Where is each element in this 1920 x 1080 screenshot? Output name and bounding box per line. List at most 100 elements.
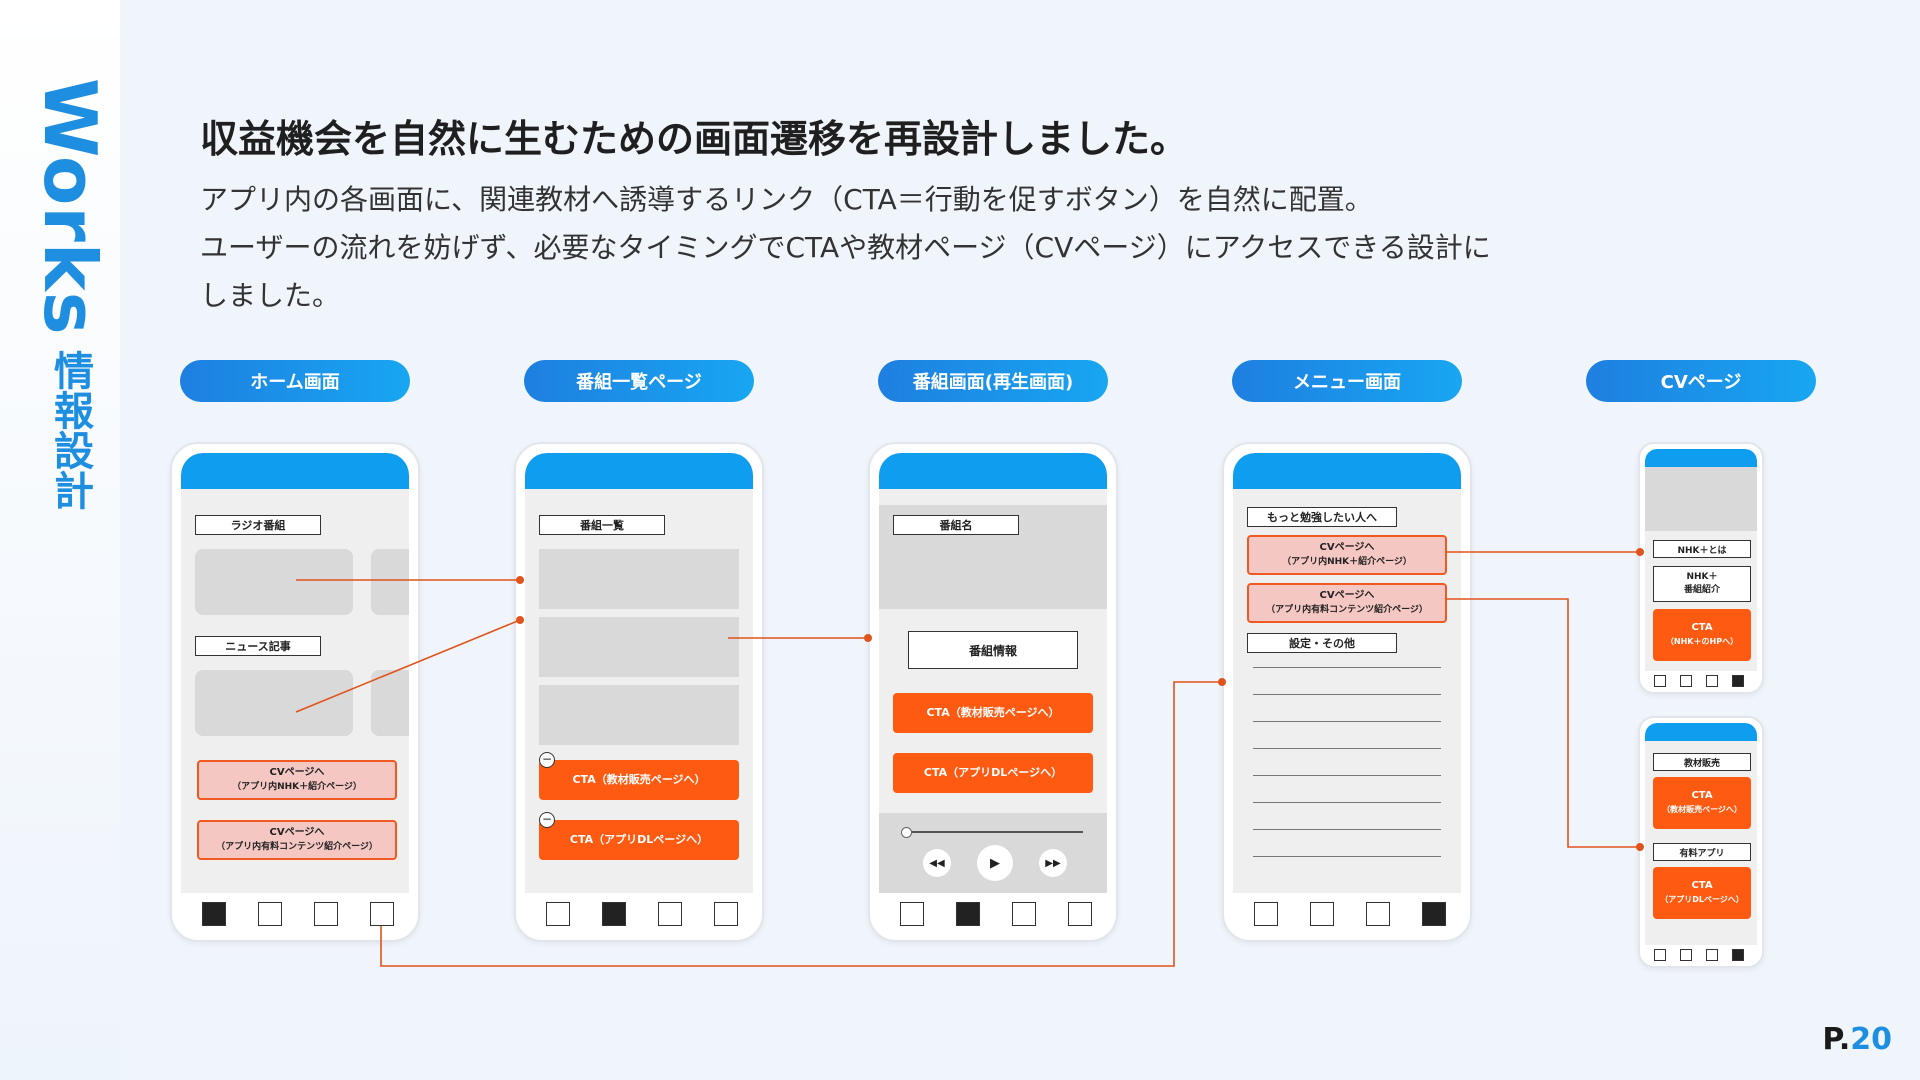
connector-menu-to-cv-paid	[1446, 598, 1640, 848]
cta-sub: （教材販売ページへ）	[1662, 805, 1742, 814]
program-item[interactable]	[539, 685, 739, 745]
minus-icon: −	[539, 752, 555, 768]
page-title: 収益機会を自然に生むための画面遷移を再設計しました。	[200, 117, 1189, 161]
study-more-label: もっと勉強したい人へ	[1247, 507, 1397, 527]
intro-line: NHK＋	[1686, 572, 1718, 582]
sidebar-vertical-title: Works情報設計	[28, 78, 112, 510]
rewind-icon[interactable]: ◀◀	[923, 849, 951, 877]
nav-list-icon[interactable]	[602, 902, 626, 926]
cv-paid-content-phone: 教材販売 CTA（教材販売ページへ） 有料アプリ CTA（アプリDLページへ）	[1638, 716, 1764, 968]
textbook-sales-label: 教材販売	[1653, 753, 1751, 771]
nav-menu-icon[interactable]	[1732, 949, 1744, 961]
cv-link-sub: （アプリ内有料コンテンツ紹介ページ）	[1266, 605, 1428, 615]
cv-link-nhk-plus[interactable]: CVページへ（アプリ内NHK＋紹介ページ）	[1247, 535, 1447, 575]
menu-row[interactable]	[1253, 856, 1441, 857]
nav-menu-icon[interactable]	[1068, 902, 1092, 926]
menu-row[interactable]	[1253, 829, 1441, 830]
menu-row[interactable]	[1253, 667, 1441, 668]
header-program-screen: 番組画面(再生画面)	[878, 360, 1108, 402]
header-home: ホーム画面	[180, 360, 410, 402]
forward-icon[interactable]: ▶▶	[1039, 849, 1067, 877]
nav-list-icon[interactable]	[1680, 949, 1692, 961]
progress-track[interactable]	[905, 831, 1083, 833]
news-card[interactable]	[371, 670, 409, 736]
header-menu: メニュー画面	[1232, 360, 1462, 402]
menu-row[interactable]	[1253, 721, 1441, 722]
cta-nhk-plus-hp-button[interactable]: CTA （NHK＋のHPへ）	[1653, 609, 1751, 661]
description: アプリ内の各画面に、関連教材へ誘導するリンク（CTA＝行動を促すボタン）を自然に…	[200, 176, 1700, 320]
description-line: ユーザーの流れを妨げず、必要なタイミングでCTAや教材ページ（CVページ）にアク…	[200, 231, 1491, 264]
menu-row[interactable]	[1253, 748, 1441, 749]
program-screen: 番組名 番組情報 CTA（教材販売ページへ） CTA（アプリDLページへ） ◀◀…	[879, 453, 1107, 893]
cv-nhk-plus-screen: NHK＋とは NHK＋番組紹介 CTA（NHK＋のHPへ）	[1645, 449, 1757, 671]
nav-list-icon[interactable]	[258, 902, 282, 926]
program-list-screen: 番組一覧 CTA（教材販売ページへ） CTA（アプリDLページへ） − −	[525, 453, 753, 893]
cta-app-download-button[interactable]: CTA（アプリDLページへ）	[539, 820, 739, 860]
nav-program-icon[interactable]	[1706, 949, 1718, 961]
nav-menu-icon[interactable]	[370, 902, 394, 926]
nav-program-icon[interactable]	[1706, 675, 1718, 687]
nav-menu-icon[interactable]	[1732, 675, 1744, 687]
sidebar: Works情報設計	[0, 0, 120, 1080]
paid-app-label: 有料アプリ	[1653, 843, 1751, 861]
nav-home-icon[interactable]	[202, 902, 226, 926]
cta-app-download-button[interactable]: CTA（アプリDLページへ）	[1653, 867, 1751, 919]
cta-textbook-sales-button[interactable]: CTA（教材販売ページへ）	[893, 693, 1093, 733]
nav-menu-icon[interactable]	[714, 902, 738, 926]
nav-list-icon[interactable]	[1310, 902, 1334, 926]
header-program-list: 番組一覧ページ	[524, 360, 754, 402]
radio-card[interactable]	[195, 549, 353, 615]
nav-program-icon[interactable]	[314, 902, 338, 926]
cta-title: CTA	[1691, 622, 1713, 633]
program-screen-phone: 番組名 番組情報 CTA（教材販売ページへ） CTA（アプリDLページへ） ◀◀…	[868, 442, 1118, 942]
menu-row[interactable]	[1253, 775, 1441, 776]
menu-phone: もっと勉強したい人へ CVページへ（アプリ内NHK＋紹介ページ） CVページへ（…	[1222, 442, 1472, 942]
program-item[interactable]	[539, 549, 739, 609]
radio-card[interactable]	[371, 549, 409, 615]
cta-sub: （アプリDLページへ）	[1660, 895, 1744, 904]
nhk-plus-program-intro: NHK＋ 番組紹介	[1653, 566, 1751, 602]
cv-link-paid-content[interactable]: CVページへ（アプリ内有料コンテンツ紹介ページ）	[1247, 583, 1447, 623]
app-header-bar	[1645, 723, 1757, 741]
menu-row[interactable]	[1253, 802, 1441, 803]
cta-textbook-sales-button[interactable]: CTA（教材販売ページへ）	[539, 760, 739, 800]
program-list-phone: 番組一覧 CTA（教材販売ページへ） CTA（アプリDLページへ） − −	[514, 442, 764, 942]
nav-program-icon[interactable]	[1366, 902, 1390, 926]
cv-link-title: CVページへ	[269, 827, 325, 838]
program-name-label: 番組名	[893, 515, 1019, 535]
cv-link-nhk-plus[interactable]: CVページへ（アプリ内NHK＋紹介ページ）	[197, 760, 397, 800]
nav-home-icon[interactable]	[546, 902, 570, 926]
app-header-bar	[1645, 449, 1757, 467]
nav-list-icon[interactable]	[1680, 675, 1692, 687]
program-item[interactable]	[539, 617, 739, 677]
nav-menu-icon[interactable]	[1422, 902, 1446, 926]
nav-program-icon[interactable]	[658, 902, 682, 926]
news-article-label: ニュース記事	[195, 636, 321, 656]
works-label: Works	[28, 78, 112, 336]
progress-handle[interactable]	[901, 827, 912, 838]
cv-link-paid-content[interactable]: CVページへ（アプリ内有料コンテンツ紹介ページ）	[197, 820, 397, 860]
settings-label: 設定・その他	[1247, 633, 1397, 653]
nav-program-icon[interactable]	[1012, 902, 1036, 926]
cta-app-download-button[interactable]: CTA（アプリDLページへ）	[893, 753, 1093, 793]
nav-list-icon[interactable]	[956, 902, 980, 926]
play-icon[interactable]: ▶	[977, 845, 1013, 881]
cta-textbook-sales-button[interactable]: CTA（教材販売ページへ）	[1653, 777, 1751, 829]
cv-nhk-plus-phone: NHK＋とは NHK＋番組紹介 CTA（NHK＋のHPへ）	[1638, 442, 1764, 694]
radio-program-label: ラジオ番組	[195, 515, 321, 535]
intro-line: 番組紹介	[1683, 585, 1720, 595]
app-header-bar	[181, 453, 409, 489]
nav-home-icon[interactable]	[1654, 675, 1666, 687]
home-screen: ラジオ番組 ニュース記事 CVページへ（アプリ内NHK＋紹介ページ） CVページ…	[181, 453, 409, 893]
page-prefix: P.	[1822, 1022, 1851, 1057]
cv-link-sub: （アプリ内NHK＋紹介ページ）	[232, 782, 362, 792]
nav-home-icon[interactable]	[1654, 949, 1666, 961]
description-line: アプリ内の各画面に、関連教材へ誘導するリンク（CTA＝行動を促すボタン）を自然に…	[200, 183, 1373, 216]
cta-sub: （NHK＋のHPへ）	[1665, 637, 1739, 646]
news-card[interactable]	[195, 670, 353, 736]
nav-home-icon[interactable]	[900, 902, 924, 926]
menu-row[interactable]	[1253, 694, 1441, 695]
page-number-value: 20	[1850, 1022, 1892, 1057]
nav-home-icon[interactable]	[1254, 902, 1278, 926]
cv-link-title: CVページへ	[1319, 542, 1375, 553]
